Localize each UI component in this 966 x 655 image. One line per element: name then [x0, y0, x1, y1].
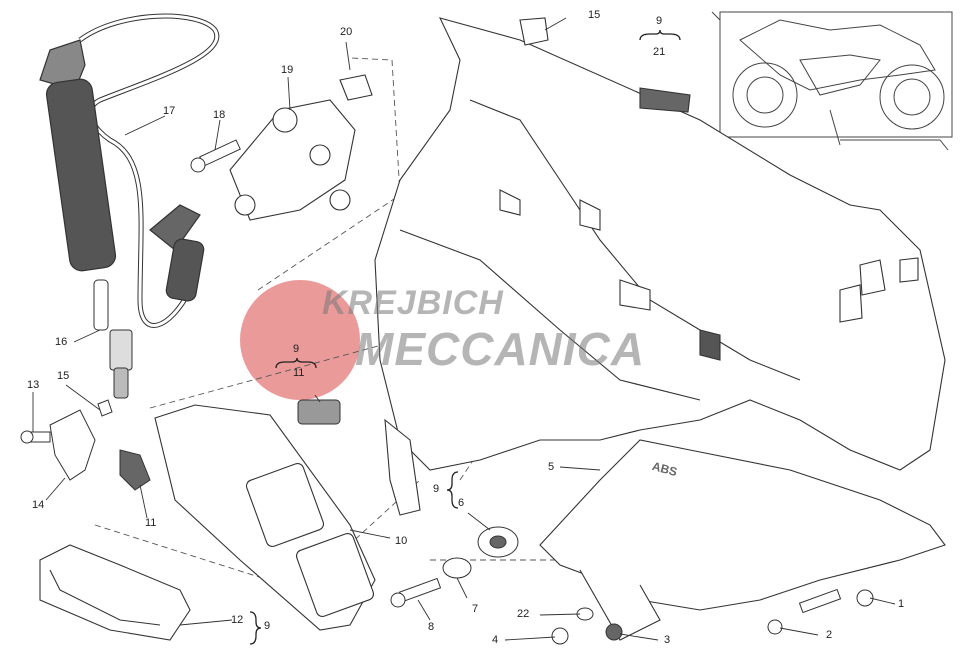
- callout-9-bottom: 9: [264, 620, 271, 632]
- callout-20: 20: [340, 26, 353, 38]
- callout-18: 18: [213, 109, 226, 121]
- callout-13: 13: [27, 379, 40, 391]
- callout-2: 2: [826, 629, 833, 641]
- callout-8: 8: [428, 621, 435, 633]
- callout-12: 12: [231, 614, 244, 626]
- watermark-line2: MECCANICA: [355, 323, 646, 375]
- callout-4: 4: [492, 634, 499, 646]
- seat-cover: [539, 439, 946, 641]
- bolt-18: [190, 139, 241, 173]
- callout-17: 17: [163, 105, 176, 117]
- callout-9-top: 9: [656, 15, 663, 27]
- callout-21: 21: [653, 46, 666, 58]
- callout-15-top: 15: [588, 9, 601, 21]
- rubber-pad-11: [297, 399, 341, 425]
- callout-9-right: 9: [433, 483, 440, 495]
- callout-14: 14: [32, 499, 45, 511]
- hardware: [551, 588, 874, 645]
- ecu-unit: [154, 404, 376, 631]
- callout-10: 10: [395, 535, 408, 547]
- callout-6: 6: [458, 497, 465, 509]
- ecu-tray: [39, 544, 191, 641]
- callout-3: 3: [664, 634, 671, 646]
- ignition-coil: [229, 74, 373, 221]
- callout-16: 16: [55, 336, 68, 348]
- braces: [249, 29, 681, 645]
- leader-lines: [32, 17, 896, 641]
- grommets: [390, 526, 519, 608]
- undertray-frame: [374, 17, 946, 516]
- callout-19: 19: [281, 64, 294, 76]
- bracket-left: [20, 399, 151, 491]
- callout-11-rubber: 11: [293, 367, 305, 379]
- callout-5: 5: [548, 461, 555, 473]
- logo-red-circle: [240, 280, 360, 400]
- callout-11-left: 11: [145, 517, 157, 529]
- callout-1: 1: [898, 598, 905, 610]
- spark-plug: [93, 279, 133, 399]
- ignition-cable: [39, 13, 220, 328]
- inset-motorcycle: [711, 11, 953, 151]
- watermark-line1: KREJBICH: [322, 284, 504, 322]
- callout-9-mid: 9: [293, 343, 300, 355]
- callout-7: 7: [472, 603, 479, 615]
- callout-15-left: 15: [57, 370, 70, 382]
- callout-22: 22: [517, 608, 530, 620]
